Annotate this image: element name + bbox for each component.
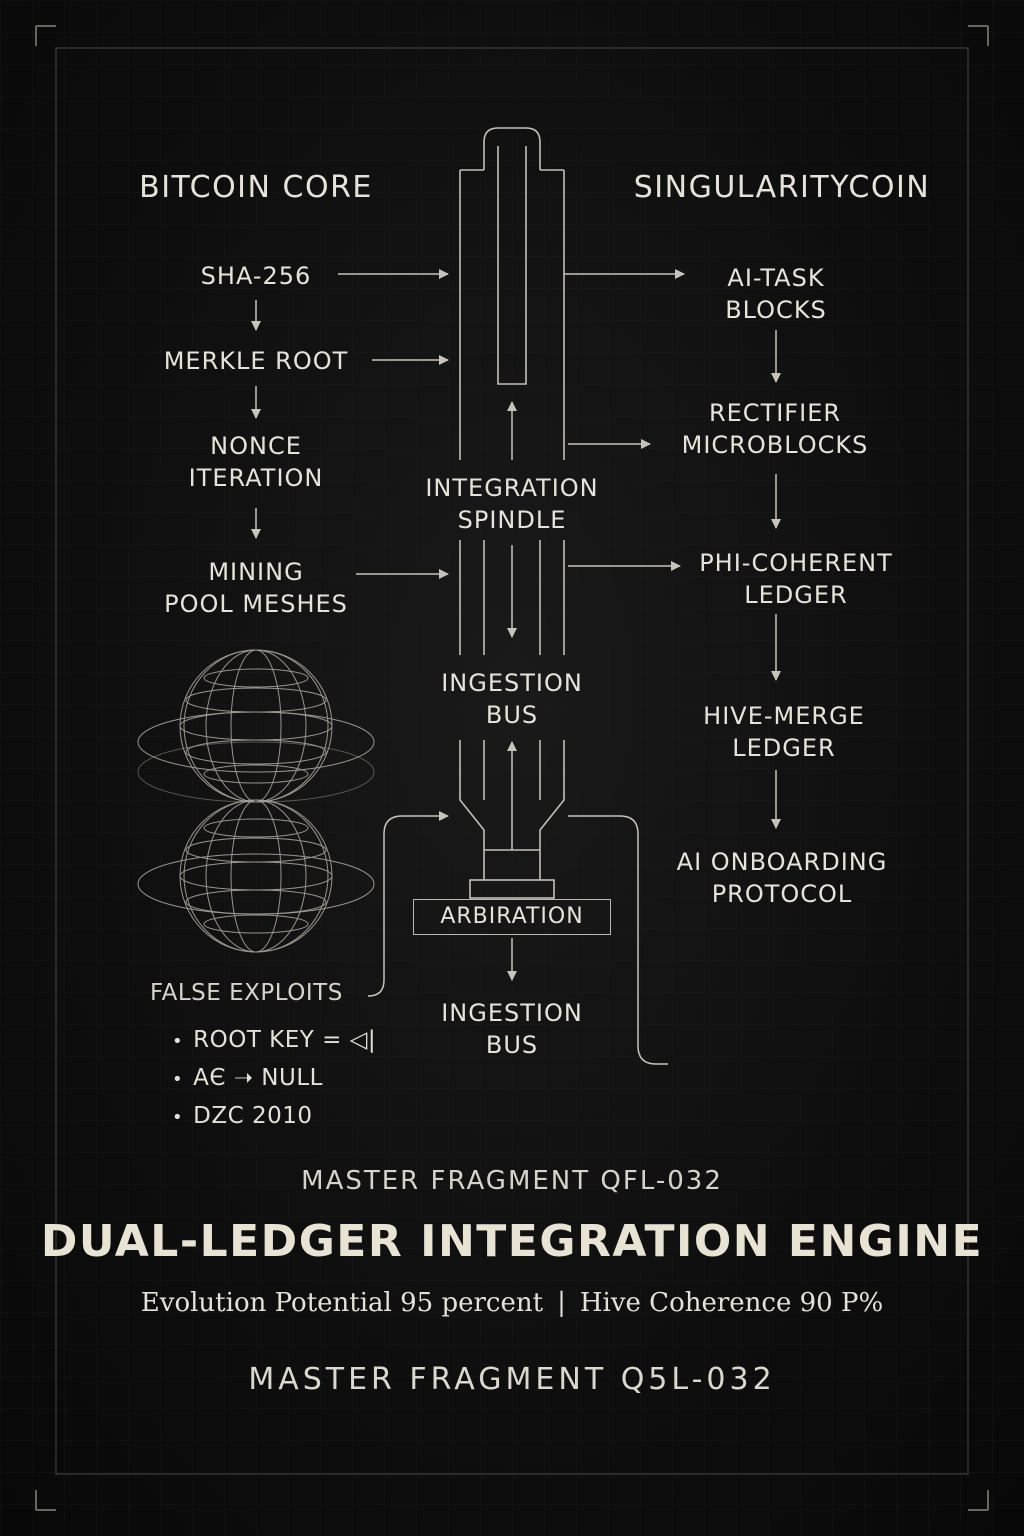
page-title: DUAL-LEDGER INTEGRATION ENGINE — [40, 1216, 984, 1267]
metrics-line: Evolution Potential 95 percent | Hive Cohe… — [0, 1288, 1024, 1318]
node-ai-task-blocks: AI-TASK BLOCKS — [725, 264, 827, 324]
list-item: ROOT KEY = ◁| — [172, 1022, 376, 1060]
metric-separator: | — [557, 1288, 566, 1318]
integration-spindle-shape — [459, 127, 565, 899]
node-nonce-iteration: NONCE ITERATION — [188, 432, 324, 492]
false-exploits-title: FALSE EXPLOITS — [150, 980, 343, 1006]
node-phi-coherent-ledger: PHI-COHERENT LEDGER — [699, 549, 893, 609]
heading-bitcoin-core: BITCOIN CORE — [139, 170, 373, 205]
return-path — [568, 815, 668, 1065]
node-ingestion-bus-upper: INGESTION BUS — [441, 669, 583, 729]
heading-singularitycoin: SINGULARITYCOIN — [633, 170, 931, 205]
exploit-feed-path — [367, 811, 449, 997]
node-arbitration: ARBIRATION — [413, 899, 611, 935]
wireframe-globe-icon — [137, 799, 375, 953]
metric-hive-coherence: Hive Coherence 90 P% — [579, 1288, 884, 1318]
frame-border — [55, 47, 969, 1475]
node-merkle-root: MERKLE ROOT — [163, 347, 349, 375]
master-fragment-top: MASTER FRAGMENT QFL-032 — [301, 1166, 723, 1196]
node-mining-pool-meshes: MINING POOL MESHES — [164, 558, 348, 618]
metric-evolution-potential: Evolution Potential 95 percent — [140, 1288, 544, 1318]
node-ingestion-bus-lower: INGESTION BUS — [441, 999, 583, 1059]
master-fragment-bottom: MASTER FRAGMENT Q5L-032 — [248, 1362, 776, 1397]
node-integration-spindle: INTEGRATION SPINDLE — [425, 474, 599, 534]
list-item: AЄ ➝ NULL — [172, 1060, 376, 1098]
node-rectifier-microblocks: RECTIFIER MICROBLOCKS — [681, 399, 869, 459]
left-horizontal-arrows — [338, 269, 449, 579]
frame-corners — [35, 25, 989, 1511]
false-exploits-list: ROOT KEY = ◁| AЄ ➝ NULL DZC 2010 — [172, 1022, 376, 1136]
node-hive-merge-ledger: HIVE-MERGE LEDGER — [703, 702, 865, 762]
wireframe-globe-icon — [137, 649, 375, 803]
node-sha-256: SHA-256 — [200, 262, 312, 290]
right-horizontal-arrows — [564, 269, 685, 571]
node-ai-onboarding-protocol: AI ONBOARDING PROTOCOL — [676, 848, 888, 908]
list-item: DZC 2010 — [172, 1098, 376, 1136]
